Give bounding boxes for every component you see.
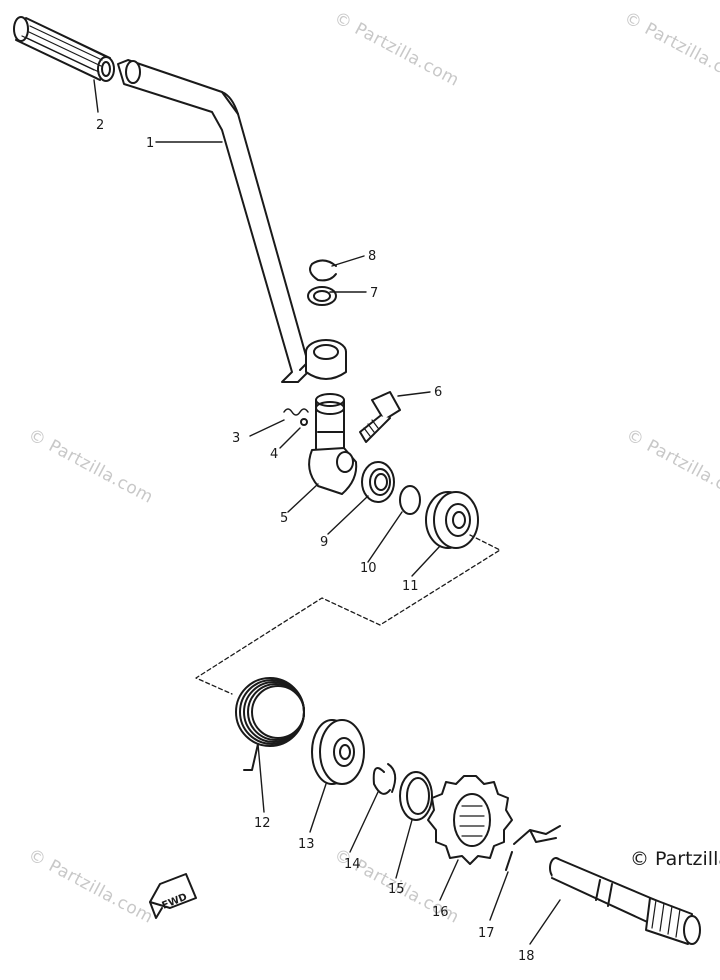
lever-collar [305,339,347,380]
spring [283,408,309,416]
callout-16: 16 [432,905,449,920]
callout-4: 4 [270,447,278,462]
torsion-spring [235,677,305,771]
circlip [372,767,391,795]
leader-line [395,819,413,879]
callout-7: 7 [370,286,378,301]
clip [505,825,561,871]
kick-grip [13,16,115,82]
washer [399,771,433,821]
callout-11: 11 [402,579,419,594]
leader-line [257,743,265,813]
crank-boss [308,393,358,495]
fwd-direction-marker [149,873,197,919]
leader-line [309,783,327,833]
kick-crank-lever [117,59,311,383]
oil-seal [361,461,395,503]
spring-guide [311,719,365,785]
leader-line [331,255,365,267]
leader-line [249,419,285,437]
spring-cover [425,491,479,549]
leader-line [529,899,561,945]
leader-line [327,495,369,535]
callout-17: 17 [478,926,495,941]
callout-3: 3 [232,431,240,446]
assembly-outline [195,534,501,695]
callout-8: 8 [368,249,376,264]
kick-axle [549,857,701,945]
circlip [309,259,337,282]
leader-line [367,511,403,563]
callout-9: 9 [320,535,328,550]
leader-line [411,545,441,577]
callout-10: 10 [360,561,377,576]
callout-14: 14 [344,857,361,872]
callout-5: 5 [280,511,288,526]
leader-line [489,871,509,921]
callout-12: 12 [254,816,271,831]
callout-1: 1 [146,136,154,151]
leader-line [279,427,301,449]
callout-13: 13 [298,837,315,852]
washer [307,286,337,306]
ball [300,418,308,426]
circlip [399,485,421,515]
leader-line [439,859,459,901]
callout-2: 2 [96,118,104,133]
bolt [359,391,401,443]
leader-line [397,391,431,397]
callout-18: 18 [518,949,535,964]
leader-line [93,79,99,113]
kick-gear [427,775,513,865]
brand-mark: © Partzilla [630,848,720,870]
callout-15: 15 [388,882,405,897]
leader-line [287,483,319,513]
callout-6: 6 [434,385,442,400]
leader-line [349,791,379,853]
